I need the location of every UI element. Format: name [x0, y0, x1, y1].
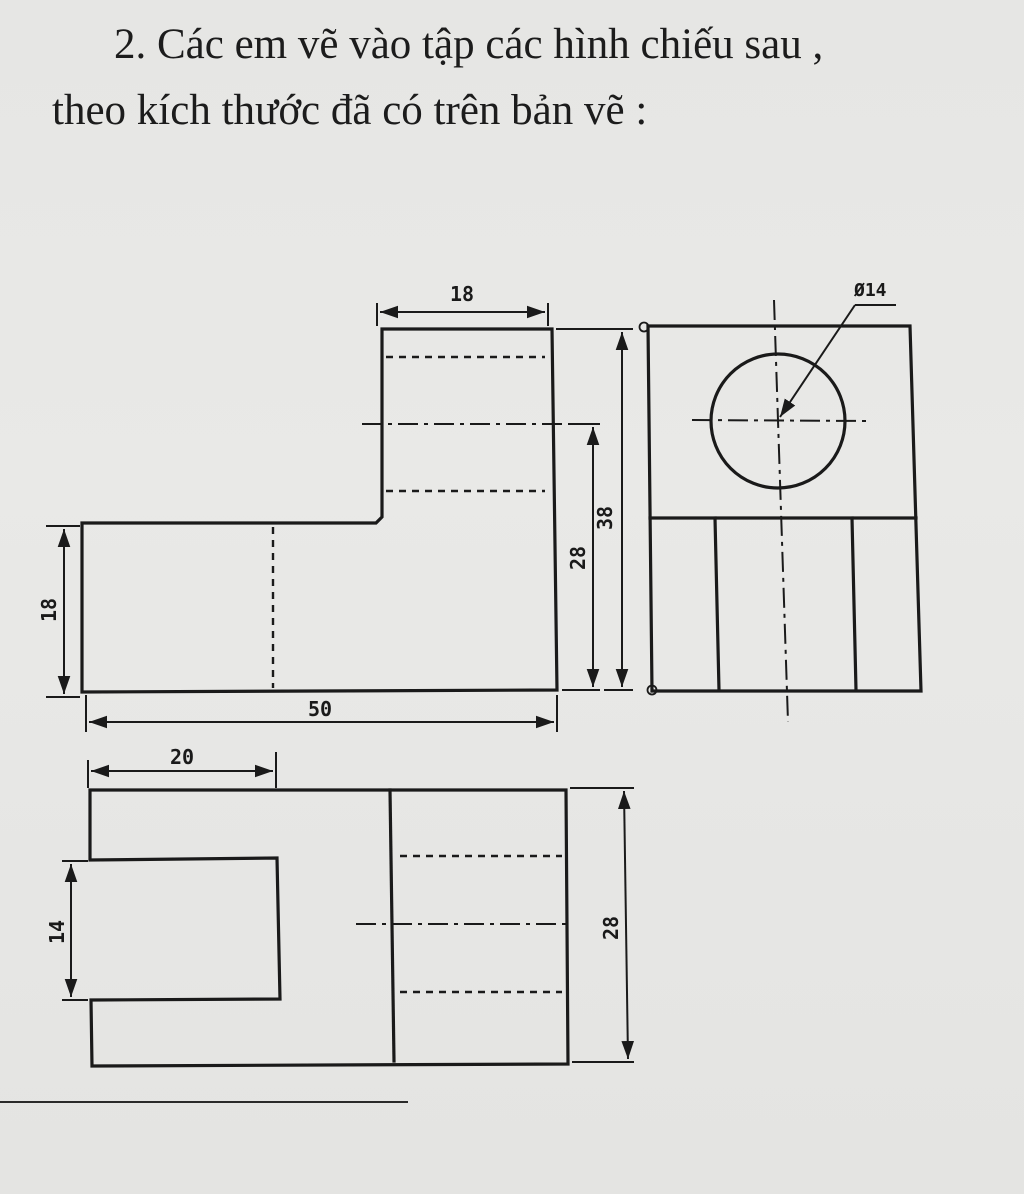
dim-top-view-depth: 28 — [599, 916, 623, 940]
top-view-inner-vertical — [388, 788, 396, 1063]
dim-front-left-height: 18 — [37, 598, 61, 622]
top-view-outline — [88, 788, 570, 1068]
bottom-rule — [0, 1101, 408, 1103]
dim-top-view-width: 20 — [170, 745, 194, 769]
side-vertical-center-line — [773, 299, 789, 723]
dim-front-total-height: 38 — [593, 506, 617, 530]
front-view: 18 50 18 28 38 — [37, 282, 633, 732]
top-view: 20 14 28 — [45, 745, 635, 1068]
task-text: 2. Các em vẽ vào tập các hình chiếu sau … — [52, 21, 824, 134]
dim-top-view-slot-height: 14 — [45, 920, 69, 944]
side-view-inner-line-right — [850, 516, 858, 692]
dim-hole-diameter: Ø14 — [853, 280, 887, 301]
side-view-inner-line-left — [713, 516, 721, 692]
dim-front-top-width: 18 — [450, 282, 474, 306]
top-28-dim-line — [617, 790, 635, 1060]
dim-front-center-height: 28 — [566, 546, 590, 570]
side-view-outline — [646, 324, 923, 693]
front-view-outline — [80, 327, 559, 694]
side-horizontal-center-line — [691, 419, 869, 422]
side-view: Ø14 — [638, 280, 923, 723]
hole-diameter-leader — [779, 304, 856, 418]
dim-front-total-width: 50 — [308, 697, 332, 721]
